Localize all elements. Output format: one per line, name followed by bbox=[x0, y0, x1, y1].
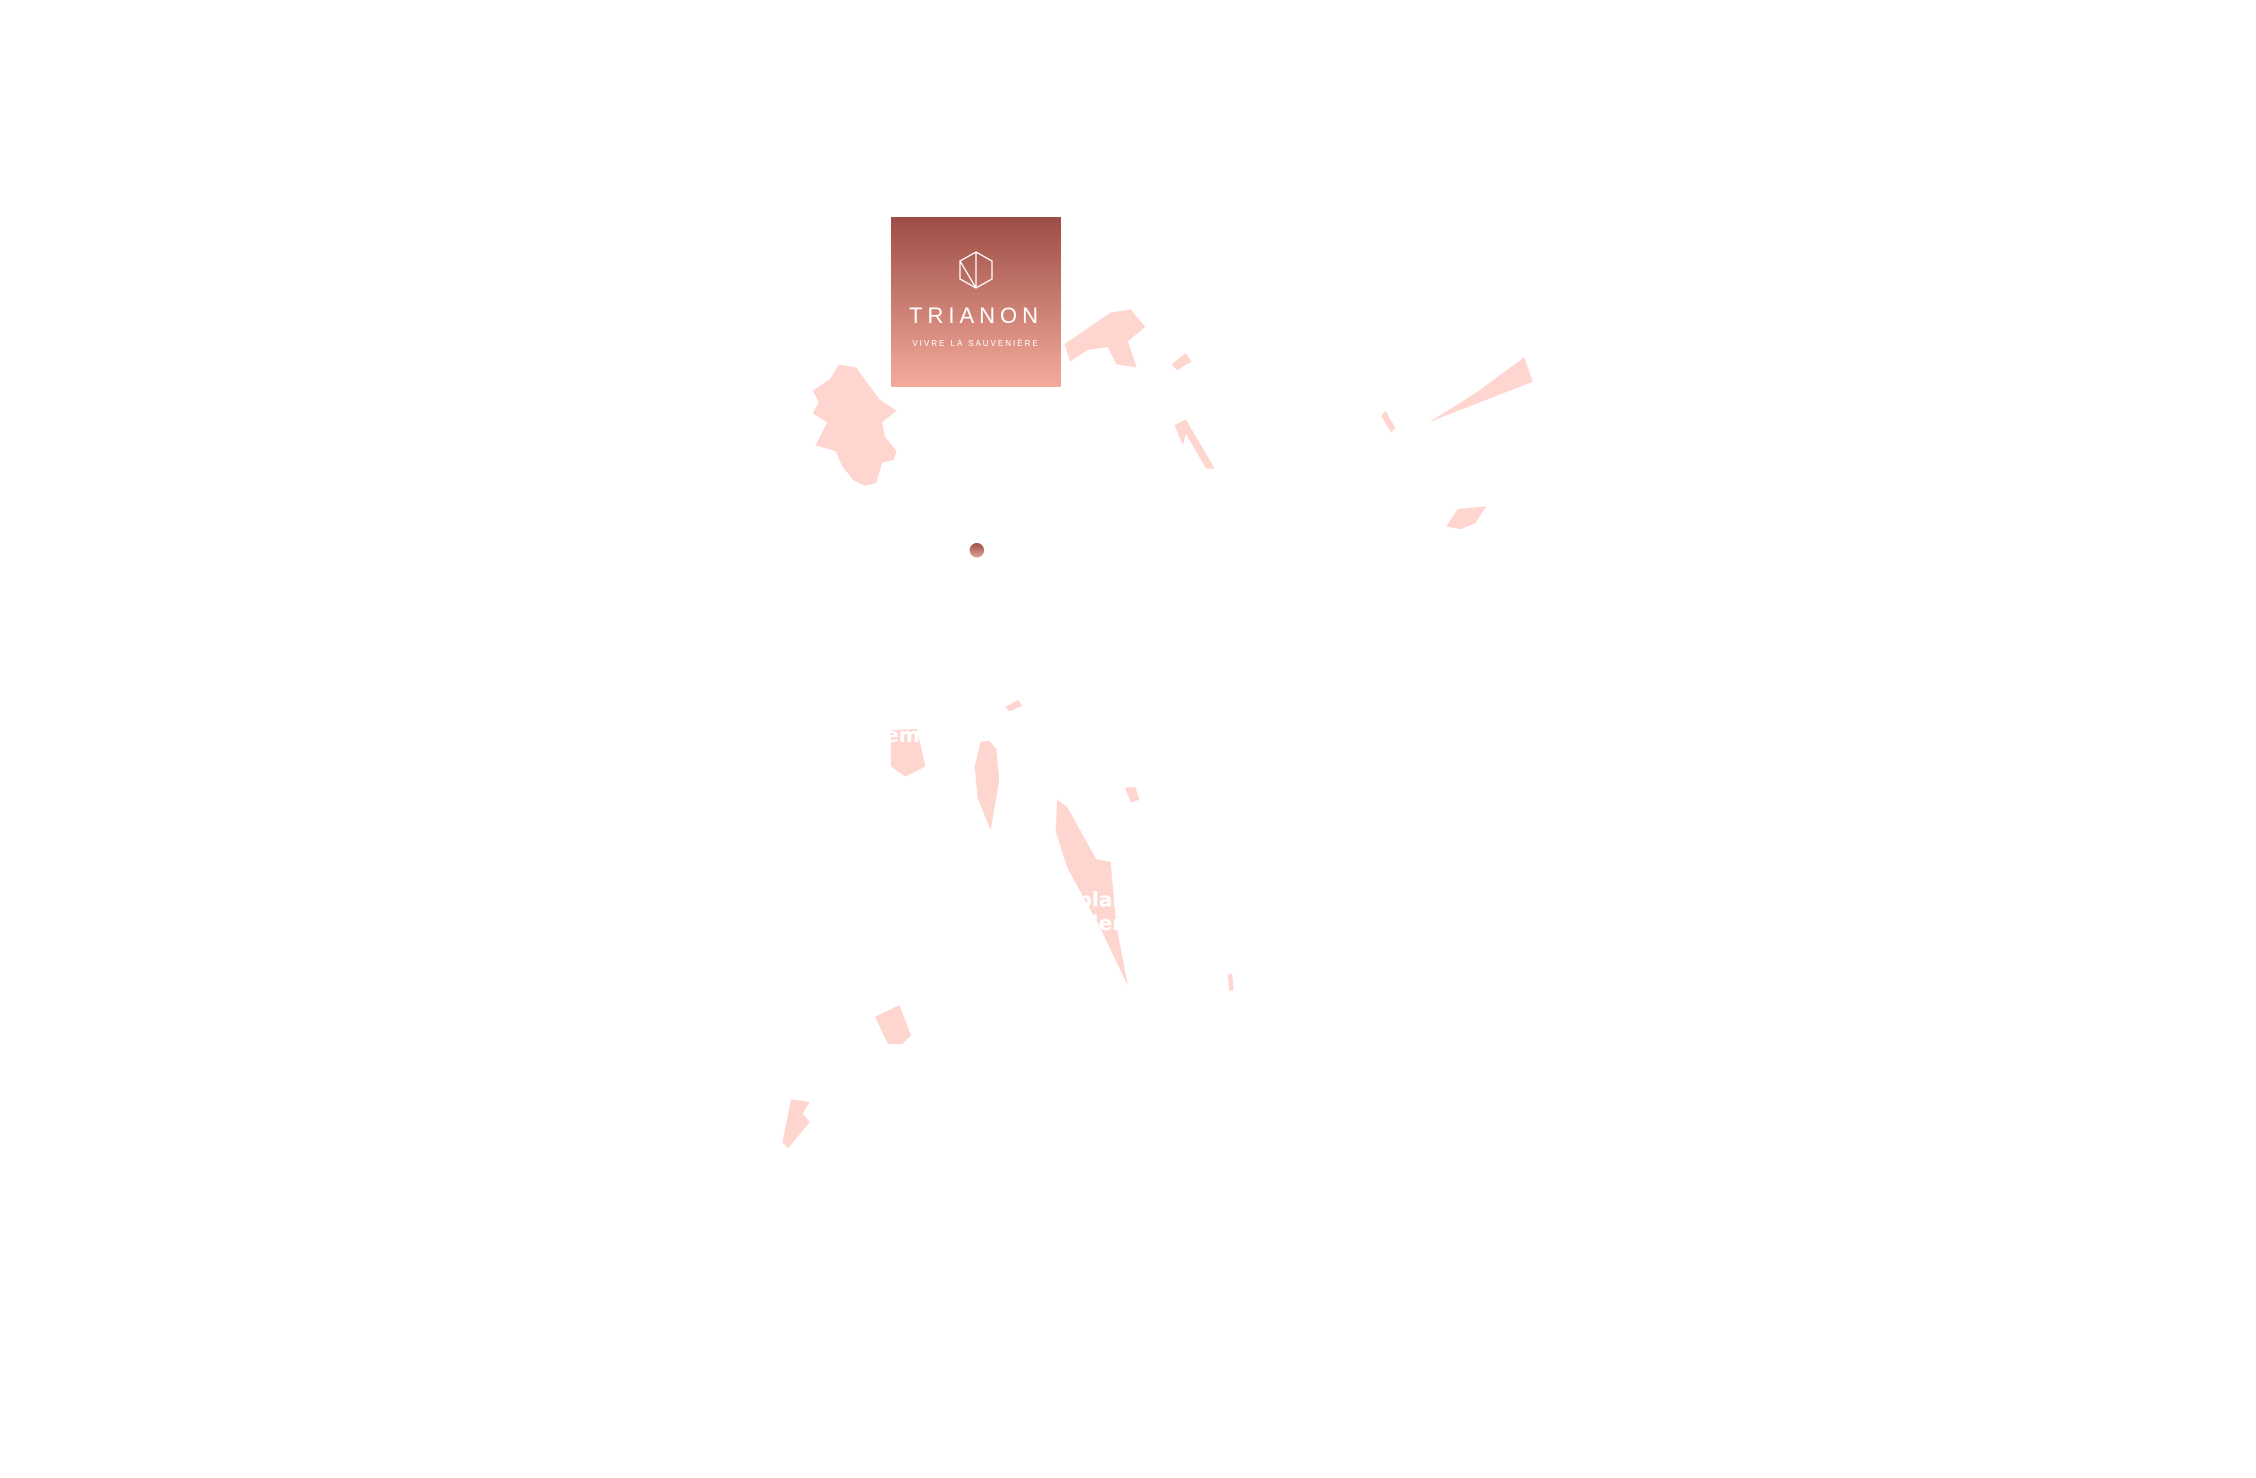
logo-subtitle: VIVRE LA SAUVENIÈRE bbox=[912, 339, 1040, 348]
map-area[interactable] bbox=[1005, 699, 1023, 712]
location-marker[interactable] bbox=[969, 543, 985, 558]
map-area[interactable] bbox=[874, 1005, 912, 1045]
map-area[interactable] bbox=[974, 740, 1000, 831]
logo-title: TRIANON bbox=[909, 303, 1043, 328]
map-area[interactable] bbox=[1381, 410, 1396, 433]
map-area[interactable] bbox=[1055, 799, 1128, 987]
map-area[interactable] bbox=[1064, 309, 1146, 368]
map-label: plan bbox=[1077, 888, 1126, 912]
map-area[interactable] bbox=[1227, 973, 1234, 991]
hexagon-logo-icon bbox=[959, 251, 993, 289]
map-area[interactable] bbox=[1174, 419, 1215, 469]
map-area[interactable] bbox=[1428, 357, 1533, 423]
map-area[interactable] bbox=[1125, 786, 1140, 803]
map-area[interactable] bbox=[782, 1099, 810, 1149]
map-label: llen bbox=[1085, 911, 1127, 935]
trianon-logo[interactable]: TRIANON VIVRE LA SAUVENIÈRE bbox=[891, 217, 1061, 387]
map-area[interactable] bbox=[1446, 506, 1487, 530]
map-area[interactable] bbox=[812, 364, 897, 486]
map-area[interactable] bbox=[890, 728, 926, 777]
map-label: em bbox=[885, 723, 920, 747]
map-area[interactable] bbox=[1171, 352, 1192, 371]
